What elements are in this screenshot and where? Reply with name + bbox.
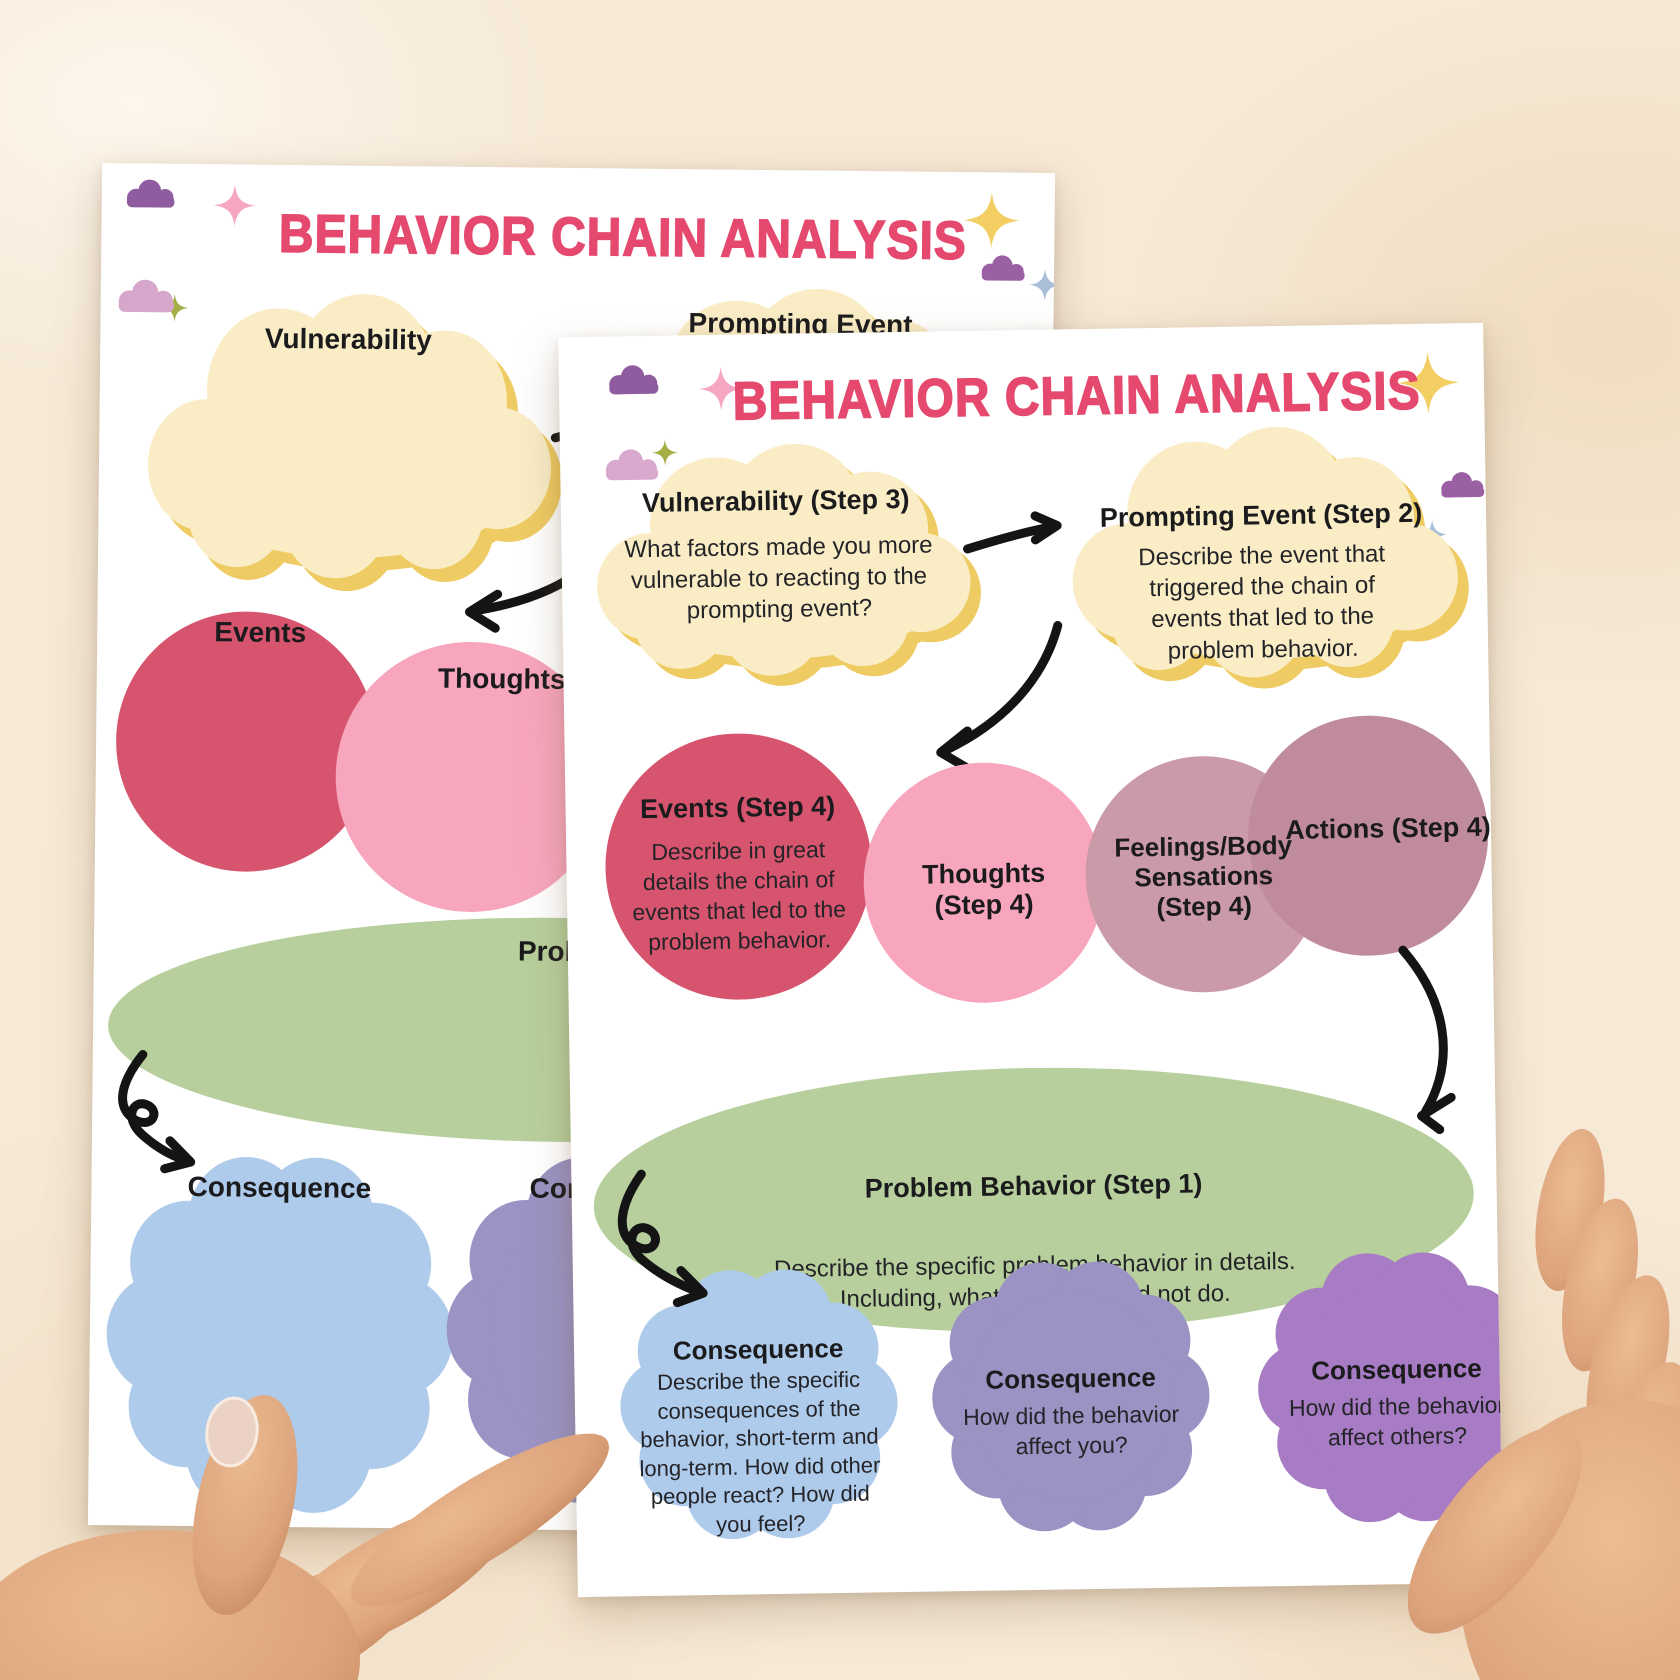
problem-behavior-label: Problem Behavior (Step 1) [864, 1168, 1203, 1204]
events-text: Describe in great details the chain of e… [632, 836, 847, 955]
curly-arrow-icon [617, 1169, 708, 1308]
events-label: Events (Step 4) [639, 791, 836, 825]
curly-arrow-icon [118, 1050, 196, 1174]
vulnerability-text: What factors made you more vulnerable to… [624, 531, 933, 625]
left-hand-holding-sheet [0, 1394, 609, 1680]
page-title: BEHAVIOR CHAIN ANALYSIS [278, 204, 968, 272]
prompting-event-text: Describe the event that triggered the ch… [1138, 540, 1386, 665]
arrow-icon [1398, 945, 1456, 1135]
vulnerability-label: Vulnerability (Step 3) [641, 483, 910, 519]
arrow-icon [963, 511, 1062, 554]
right-hand-holding-sheet [1407, 1129, 1680, 1680]
thoughts-label: Thoughts (Step 4) [921, 857, 1046, 921]
consequence-label: Consequence [985, 1362, 1157, 1395]
front-worksheet: BEHAVIOR CHAIN ANALYSIS Vulnerability (S… [558, 322, 1503, 1598]
vulnerability-label: Vulnerability [264, 322, 432, 356]
prompting-event-label: Prompting Event (Step 2) [1099, 497, 1423, 533]
consequence-flower [929, 1254, 1213, 1538]
consequence-label: Consequence [187, 1170, 372, 1204]
arrow-icon [936, 621, 1063, 773]
sparkle-icon [1029, 269, 1055, 301]
actions-label: Actions (Step 4) [1284, 811, 1491, 845]
consequence-text: How did the behavior affect you? [962, 1400, 1180, 1460]
events-label: Events [214, 616, 307, 649]
consequence-label: Consequence [672, 1332, 844, 1366]
